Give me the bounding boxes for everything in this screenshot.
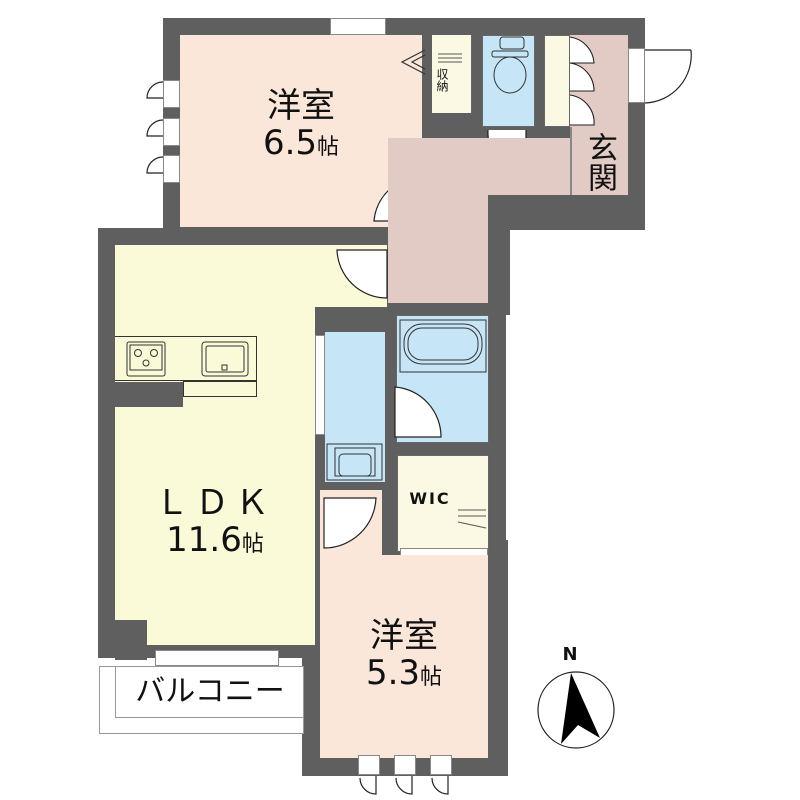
window-bottom-3 bbox=[430, 755, 452, 775]
room-western-2 bbox=[320, 555, 488, 758]
toilet-fixture-icon bbox=[491, 36, 529, 94]
room-storage-label: 収納 bbox=[435, 68, 449, 92]
storage-shelf-lines bbox=[438, 53, 462, 63]
bathtub-icon bbox=[399, 319, 487, 373]
compass-north-arrow-icon bbox=[537, 671, 615, 749]
ldk-door-icon[interactable] bbox=[335, 248, 390, 300]
room-western-1 bbox=[180, 35, 422, 227]
bottom-window-swing-icons bbox=[359, 776, 449, 795]
room-ldk-label: ＬＤＫ 11.6帖 bbox=[155, 483, 275, 561]
sink-icon bbox=[201, 341, 249, 377]
kitchen-bar bbox=[183, 381, 257, 397]
kitchen-wall bbox=[115, 382, 183, 407]
wic-hanger-lines bbox=[457, 509, 487, 529]
room-entrance-label: 玄関 bbox=[582, 132, 617, 192]
room2-door-icon[interactable] bbox=[322, 496, 382, 552]
washroom-sliding-door[interactable] bbox=[315, 335, 325, 435]
bathroom-door-icon[interactable] bbox=[393, 385, 445, 440]
window-bottom-2 bbox=[394, 755, 416, 775]
ldk-balcony-window[interactable] bbox=[155, 650, 279, 666]
room-wic bbox=[397, 455, 489, 552]
room-western-2-label: 洋室 5.3帖 bbox=[365, 616, 443, 694]
balcony-label: バルコニー bbox=[135, 674, 285, 709]
entrance-door-frame bbox=[628, 48, 645, 103]
room-toilet bbox=[482, 35, 535, 127]
room-ldk-main bbox=[115, 245, 315, 645]
compass-north-label: N bbox=[562, 644, 578, 665]
stove-icon bbox=[126, 341, 166, 377]
room-storage bbox=[432, 35, 472, 113]
balcony-inner bbox=[115, 666, 304, 718]
shoe-cabinet-doors-icon bbox=[569, 36, 595, 126]
entrance-step-line bbox=[570, 127, 572, 195]
window-top-room1 bbox=[330, 18, 386, 35]
window-left-1 bbox=[163, 80, 180, 108]
kitchen-counter bbox=[115, 336, 257, 381]
room-hallway-lower bbox=[388, 138, 488, 303]
washbasin-icon bbox=[326, 443, 383, 481]
ldk-corner-wall bbox=[115, 620, 147, 660]
room-western-1-label: 洋室 6.5帖 bbox=[262, 86, 340, 164]
window-left-2 bbox=[163, 118, 180, 146]
window-bottom-1 bbox=[358, 755, 380, 775]
entrance-door-icon[interactable] bbox=[644, 48, 695, 108]
closet-door-mark-icon bbox=[400, 49, 426, 75]
window-left-3 bbox=[163, 155, 180, 183]
left-window-swing-icons bbox=[146, 81, 164, 174]
shoe-cabinet bbox=[544, 35, 570, 127]
room-wic-label: WIC bbox=[409, 489, 451, 508]
